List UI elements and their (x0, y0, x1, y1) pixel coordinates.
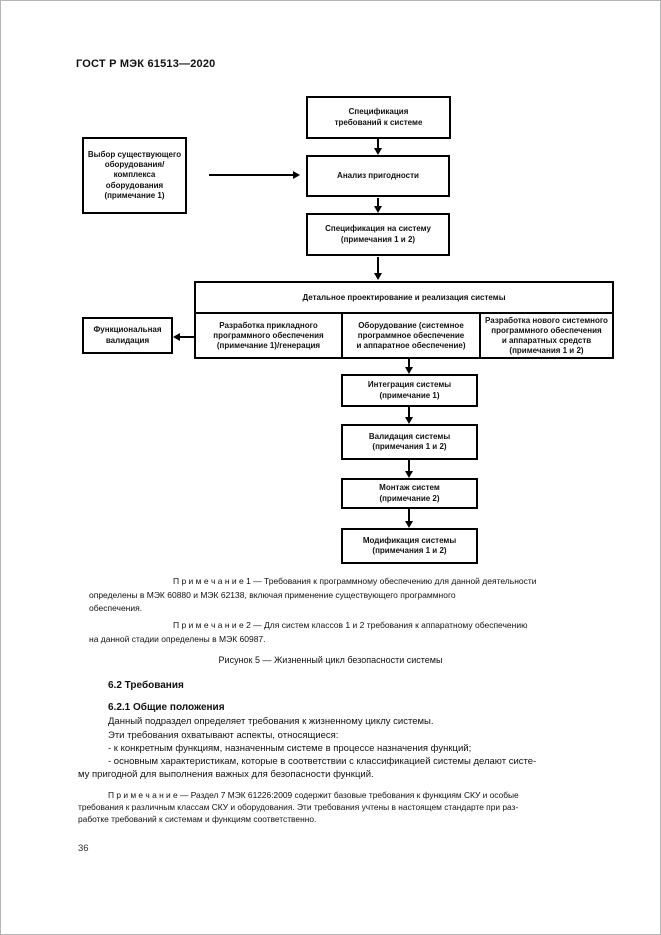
flow-box-system-specification: Спецификация на систему (примечания 1 и … (306, 213, 450, 256)
body-list-item-1: - к конкретным функциям, назначенным сис… (108, 743, 472, 754)
connector-line-spec-system-to-detail (377, 257, 379, 274)
flow-cell-application-software: Разработка прикладного программного обес… (213, 320, 324, 350)
flow-box-detailed-design-header: Детальное проектирование и реализация си… (196, 283, 612, 314)
document-title: ГОСТ Р МЭК 61513—2020 (76, 58, 216, 70)
arrowhead-down-icon (405, 417, 413, 424)
connector-line-validation-to-installation (408, 460, 410, 471)
flow-box-functional-validation: Функциональная валидация (82, 317, 173, 354)
figure-note-2: П р и м е ч а н и е 2 — Для систем класс… (89, 619, 581, 646)
flow-box-detailed-design-row: Разработка прикладного программного обес… (196, 314, 612, 357)
flow-box-system-validation: Валидация системы (примечания 1 и 2) (341, 424, 478, 460)
body-note-line1: П р и м е ч а н и е — Раздел 7 МЭК 61226… (108, 790, 519, 800)
connector-line-integration-to-validation (408, 407, 410, 417)
flow-box-detailed-design: Детальное проектирование и реализация си… (194, 281, 614, 359)
arrowhead-down-icon (374, 148, 382, 155)
flow-box-system-integration: Интеграция системы (примечание 1) (341, 374, 478, 407)
page-number: 36 (78, 843, 89, 854)
figure-note-1-line3: обеспечения. (89, 603, 143, 613)
connector-line-equipment-to-analysis (209, 174, 293, 176)
figure-caption: Рисунок 5 — Жизненный цикл безопасности … (218, 655, 443, 665)
flow-box-suitability-analysis: Анализ пригодности (306, 155, 450, 197)
connector-line-detail-to-integration (408, 359, 410, 367)
figure-note-2-line1: П р и м е ч а н и е 2 — Для систем класс… (173, 620, 528, 630)
section-heading-6-2-1: 6.2.1 Общие положения (108, 702, 225, 713)
flow-box-system-installation: Монтаж систем (примечание 2) (341, 478, 478, 509)
body-paragraph-2: Эти требования охватывают аспекты, относ… (108, 730, 339, 741)
body-note-line3: работке требований к системам и функциям… (78, 814, 317, 824)
arrowhead-down-icon (405, 521, 413, 528)
figure-note-1-line1: П р и м е ч а н и е 1 — Требования к про… (173, 576, 537, 586)
body-list-item-2-line2: му пригодной для выполнения важных для б… (78, 769, 374, 780)
connector-line-installation-to-modification (408, 509, 410, 521)
flow-cell-equipment: Оборудование (системное программное обес… (341, 314, 479, 357)
body-paragraph-1: Данный подраздел определяет требования к… (108, 716, 434, 727)
flow-box-system-modification: Модификация системы (примечания 1 и 2) (341, 528, 478, 564)
figure-note-1-line2: определены в МЭК 60880 и МЭК 62138, вклю… (89, 589, 456, 600)
arrowhead-down-icon (405, 367, 413, 374)
figure-note-2-line2: на данной стадии определены в МЭК 60987. (89, 633, 266, 644)
connector-line-spec-to-analysis (377, 139, 379, 149)
flow-box-select-equipment: Выбор существующего оборудования/ компле… (82, 137, 187, 214)
arrowhead-left-icon (173, 333, 180, 341)
section-heading-6-2: 6.2 Требования (108, 680, 184, 691)
arrowhead-down-icon (405, 471, 413, 478)
connector-line-detail-to-func-validation (180, 336, 194, 338)
body-note-line2: требования к различным классам СКУ и обо… (78, 802, 519, 812)
arrowhead-down-icon (374, 206, 382, 213)
flow-box-spec-requirements: Спецификация требований к системе (306, 96, 451, 139)
body-list-item-2-line1: - основным характеристикам, которые в со… (108, 756, 537, 767)
connector-line-analysis-to-spec-system (377, 198, 379, 207)
flow-cell-new-system-software: Разработка нового системного программног… (479, 314, 612, 357)
arrowhead-right-icon (293, 171, 300, 179)
arrowhead-down-icon (374, 273, 382, 280)
figure-note-1: П р и м е ч а н и е 1 — Требования к про… (89, 575, 581, 616)
